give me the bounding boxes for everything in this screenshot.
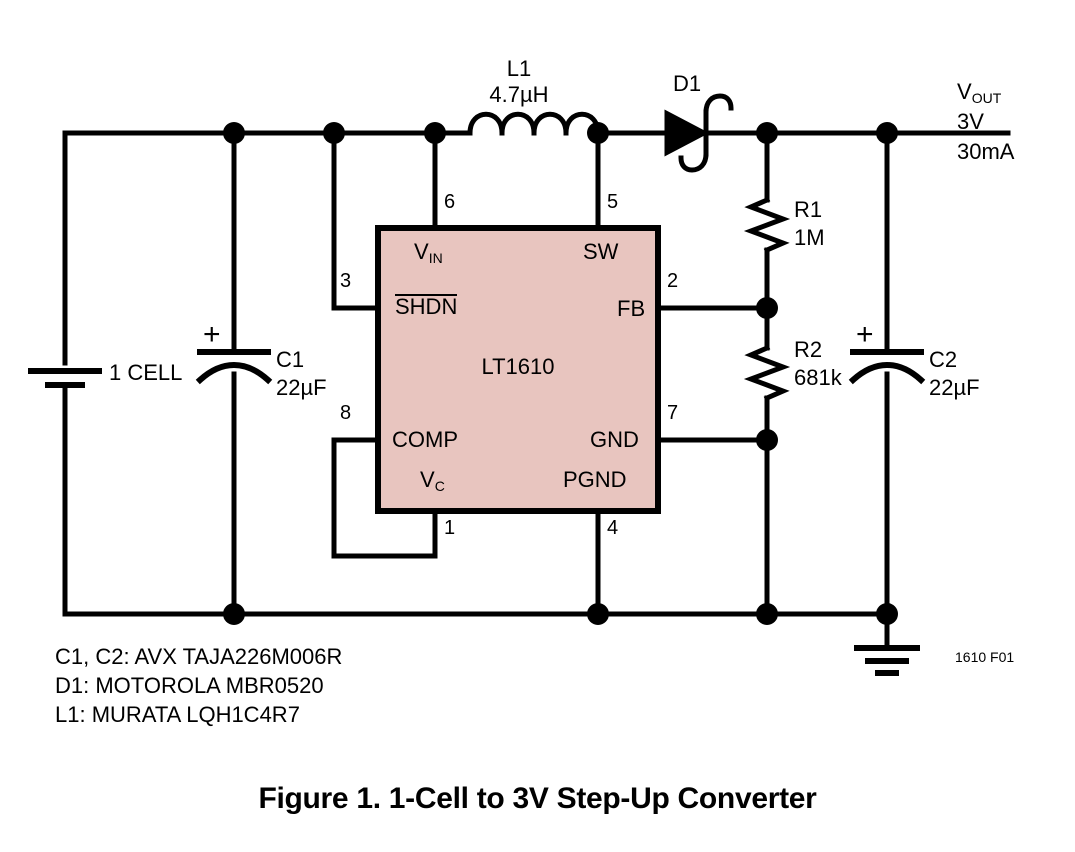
ic-pin-label-gnd: GND [590, 427, 639, 452]
dot-pgnd-rail [587, 603, 609, 625]
c2-ref-label: C2 [929, 347, 958, 372]
d1-anode-triangle [664, 109, 710, 157]
d1-ref-label: D1 [673, 71, 702, 96]
l1-value-label: 4.7µH [489, 82, 549, 107]
ic-body-rect [375, 225, 661, 514]
r2-ref-label: R2 [794, 337, 823, 362]
r2-value-label: 681k [794, 365, 842, 390]
vout-name-sub: OUT [971, 90, 1002, 106]
pin-number-7: 7 [667, 402, 679, 424]
ic-pin-label-shdn: SHDN [395, 294, 458, 319]
vin-sub-text: IN [428, 250, 443, 266]
ic-pin-label-comp: COMP [392, 427, 458, 452]
c1-plus-sign: + [203, 318, 221, 351]
dot-vin-l1 [424, 122, 446, 144]
vout-name: V [957, 79, 972, 104]
c2-plate-curved [848, 362, 926, 385]
dot-gnd-r2 [756, 429, 778, 451]
l1-arc-2 [499, 111, 537, 136]
vout-voltage-label: 3V [957, 109, 984, 134]
l1-ref-label: L1 [506, 56, 532, 81]
c2-plus-sign: + [856, 318, 874, 351]
vout-label: VOUT [957, 79, 1002, 106]
c1-value-label: 22µF [276, 375, 327, 400]
l1-arc-1 [467, 111, 505, 136]
dot-c1-bottom [223, 603, 245, 625]
c2-value-label: 22µF [929, 375, 980, 400]
dot-ground-node [876, 603, 898, 625]
vc-sub-text: C [434, 478, 445, 494]
note-line-3: L1: MURATA LQH1C4R7 [55, 702, 300, 727]
figure-id-tag: 1610 F01 [955, 649, 1015, 665]
ic-pin-label-vc: VC [420, 467, 445, 494]
battery-label: 1 CELL [109, 360, 183, 385]
ic-pin-label-sw: SW [583, 239, 619, 264]
vc-text: V [420, 467, 435, 492]
shdn-text: SHDN [395, 294, 458, 319]
dot-vout-c2 [876, 122, 898, 144]
vin-text: V [414, 239, 429, 264]
c1-plate-curved [195, 362, 273, 385]
pin-number-8: 8 [340, 402, 352, 424]
ic-part-number: LT1610 [481, 354, 555, 379]
dot-shdn-top [323, 122, 345, 144]
pin-number-2: 2 [667, 270, 679, 292]
c1-ref-label: C1 [276, 347, 305, 372]
pin-number-6: 6 [444, 191, 456, 213]
r1-ref-label: R1 [794, 197, 823, 222]
note-line-1: C1, C2: AVX TAJA226M006R [55, 644, 343, 669]
l1-arc-3 [531, 111, 569, 136]
d1-hook-bottom [678, 151, 709, 173]
r1-value-label: 1M [794, 225, 825, 250]
pin-number-3: 3 [340, 270, 352, 292]
r2-zigzag [743, 344, 791, 402]
figure-caption: Figure 1. 1-Cell to 3V Step-Up Converter [258, 782, 817, 815]
dot-c1-top [223, 122, 245, 144]
pin-number-4: 4 [607, 517, 619, 539]
d1-hook-top [703, 93, 734, 115]
note-line-2: D1: MOTOROLA MBR0520 [55, 673, 324, 698]
dot-fb-divider [756, 297, 778, 319]
junction-dots [223, 122, 898, 625]
dot-sw-l1 [587, 122, 609, 144]
pin-number-1: 1 [444, 517, 456, 539]
ic-pin-label-vin: VIN [414, 239, 443, 266]
r1-zigzag [743, 196, 791, 254]
dot-vout-r1 [756, 122, 778, 144]
vout-current-label: 30mA [957, 139, 1015, 164]
ic-pin-label-pgnd: PGND [563, 467, 627, 492]
pin-number-5: 5 [607, 191, 619, 213]
dot-r2-rail [756, 603, 778, 625]
ic-pin-label-fb: FB [617, 296, 646, 321]
